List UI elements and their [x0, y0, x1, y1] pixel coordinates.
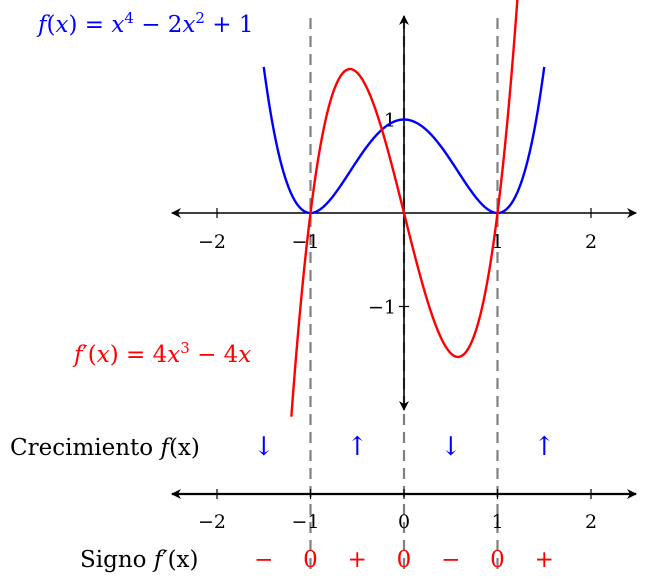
label-f: f(x) = x4 − 2x2 + 1 [36, 9, 254, 38]
table-ticks: −2 −1 0 1 2 [198, 489, 597, 533]
sign-symbol: 0 [490, 547, 505, 573]
sign-symbol: − [254, 547, 273, 573]
label-f-name: f [36, 12, 50, 38]
growth-arrow: ↓ [440, 432, 462, 462]
growth-arrow: ↑ [346, 432, 368, 462]
row-label-crecimiento: Crecimiento f(x) [10, 435, 200, 461]
row-label-signo: Signo f′(x) [80, 547, 198, 573]
table-x-tick-label: −1 [291, 511, 319, 533]
curve-fprime [290, 0, 519, 417]
table-cells: ↓ ↑ ↓ ↑ − 0 +0 − 0 + [253, 432, 555, 573]
sign-symbol: + [535, 547, 554, 573]
label-f-rhs: = [77, 12, 111, 38]
label-fprime: f′(x) = 4x3 − 4x [72, 339, 251, 368]
sign-symbol: + [348, 547, 367, 573]
sign-symbol: − [441, 547, 460, 573]
sign-symbol: 0 [397, 547, 412, 573]
x-tick-label: 2 [585, 231, 597, 253]
growth-arrow: ↓ [253, 432, 275, 462]
table-x-tick-label: −2 [198, 511, 226, 533]
table-x-tick-label: 0 [398, 511, 410, 533]
x-tick-label: −1 [291, 231, 319, 253]
table-x-tick-label: 2 [585, 511, 597, 533]
y-tick-label: −1 [368, 297, 396, 319]
table-x-tick-label: 1 [491, 511, 503, 533]
sign-symbol: 0 [303, 547, 318, 573]
x-tick-label: −2 [198, 231, 226, 253]
growth-arrow: ↑ [533, 432, 555, 462]
